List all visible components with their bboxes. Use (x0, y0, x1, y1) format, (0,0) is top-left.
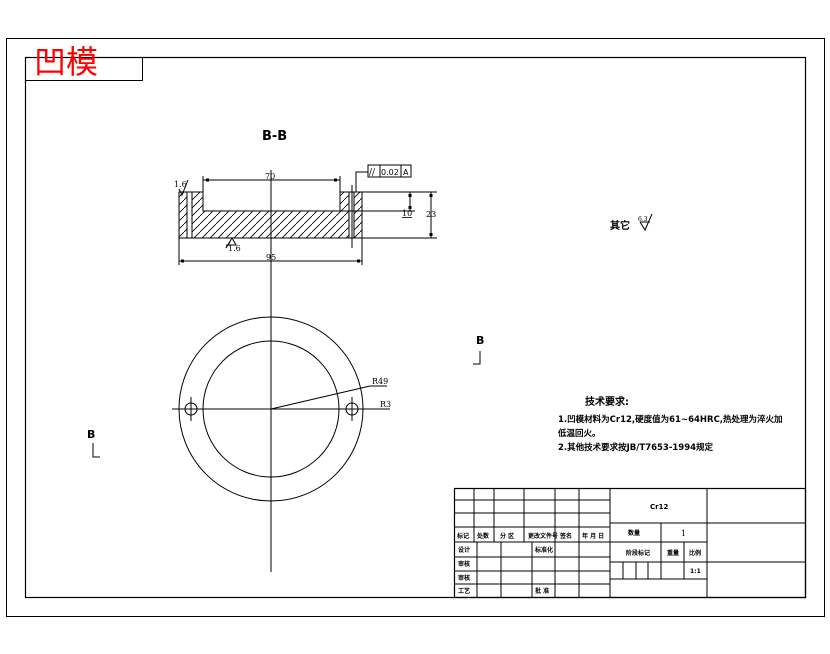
svg-text:分 区: 分 区 (500, 532, 514, 540)
surface-note: 其它 6.3 (610, 213, 653, 232)
tech-requirements: 技术要求: 1.凹模材料为Cr12,硬度值为61~64HRC,热处理为淬火加 低… (557, 395, 783, 453)
title-block-text: Cr12 标记 处数 分 区 更改文件号 签名 年 月 日 设计 标准化 审核 … (456, 503, 701, 595)
svg-text:0.02: 0.02 (381, 168, 399, 177)
svg-text:审核: 审核 (458, 560, 470, 568)
svg-text:重量: 重量 (667, 549, 679, 557)
svg-text:标记: 标记 (456, 532, 469, 540)
radius-r49: R49 (372, 377, 388, 386)
svg-text:A: A (403, 168, 409, 177)
svg-text:设计: 设计 (458, 546, 470, 554)
section-title: B-B (262, 129, 287, 144)
svg-text:数量: 数量 (628, 529, 640, 537)
svg-text:更改文件号: 更改文件号 (528, 532, 558, 540)
svg-text:6.3: 6.3 (638, 216, 648, 223)
svg-text:技术要求:: 技术要求: (585, 395, 629, 408)
logo-text: 凹模 (34, 43, 98, 81)
svg-text:审核: 审核 (458, 574, 470, 582)
dim-95: 95 (266, 253, 276, 262)
plan-view: R49 R3 (172, 270, 391, 572)
svg-text:标准化: 标准化 (534, 546, 553, 554)
svg-text:其它: 其它 (610, 219, 630, 232)
svg-text:1:1: 1:1 (690, 568, 701, 575)
dim-70: 70 (265, 172, 275, 181)
svg-text:工艺: 工艺 (458, 587, 470, 595)
logo-box (25, 57, 143, 81)
title-block (453, 487, 807, 599)
section-marker-right: B (473, 334, 484, 365)
roughness-bottom: 1.6 (228, 244, 241, 253)
roughness-top: 1.6 (174, 180, 187, 189)
svg-text:1: 1 (681, 529, 686, 538)
dim-23: 23 (426, 210, 436, 219)
svg-text:低温回火。: 低温回火。 (557, 428, 601, 439)
radius-r3: R3 (380, 400, 391, 409)
section-view: B-B 70 95 23 10 1.6 (174, 129, 437, 290)
section-marker-left: B (87, 428, 100, 458)
svg-text:签名: 签名 (559, 532, 572, 540)
svg-text:比例: 比例 (689, 549, 701, 557)
svg-text:B: B (87, 428, 95, 441)
svg-text:Cr12: Cr12 (650, 503, 668, 511)
hole-left (186, 191, 193, 239)
svg-text:2.其他技术要求按JB/T7653-1994规定: 2.其他技术要求按JB/T7653-1994规定 (558, 442, 714, 453)
svg-text:B: B (476, 334, 484, 347)
svg-text://: // (369, 168, 376, 178)
svg-text:处数: 处数 (476, 532, 490, 540)
inner-frame (24, 56, 807, 599)
tolerance-frame: // 0.02 A (367, 164, 412, 178)
svg-text:1.凹模材料为Cr12,硬度值为61~64HRC,热处理为淬: 1.凹模材料为Cr12,硬度值为61~64HRC,热处理为淬火加 (558, 414, 783, 425)
dim-10: 10 (402, 209, 412, 218)
outer-border (6, 38, 825, 617)
svg-text:阶段标记: 阶段标记 (626, 549, 650, 557)
svg-text:年 月 日: 年 月 日 (582, 532, 604, 540)
svg-text:批 准: 批 准 (535, 587, 549, 595)
